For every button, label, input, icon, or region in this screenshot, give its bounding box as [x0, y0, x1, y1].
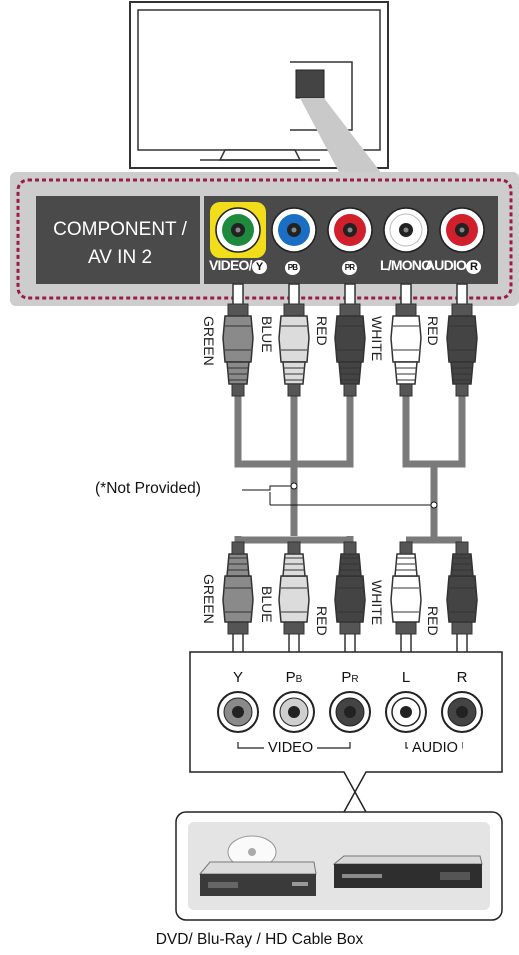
cable-label-bottom-blue: BLUE — [259, 586, 275, 623]
plug-bottom-red — [334, 541, 366, 655]
tv-jack-label-audio-text: AUDIO — [425, 257, 467, 273]
not-provided-leaders — [242, 482, 438, 509]
device-rear-panel — [189, 651, 503, 794]
device-label-pb: PB — [274, 670, 314, 685]
dvd-player-icon — [198, 835, 317, 896]
device-label-pb-main: P — [285, 669, 296, 686]
not-provided-note: (*Not Provided) — [95, 480, 201, 497]
audio-group-label: AUDIO — [408, 741, 462, 756]
tv-jack-pb[interactable] — [271, 207, 317, 253]
cable-label-top-blue: BLUE — [259, 316, 275, 353]
device-label-r-main: R — [456, 669, 468, 686]
pb-symbol-icon: PB — [285, 261, 300, 275]
cable-label-top-red-audio: RED — [425, 316, 441, 346]
plug-bottom-red-audio — [446, 541, 478, 655]
tv-jack-label-pb: PB — [285, 258, 300, 275]
cable-label-bottom-red: RED — [314, 606, 330, 636]
cable-label-bottom-red-audio: RED — [425, 606, 441, 636]
tv-jack-label-l-mono-text: L/MONO — [380, 257, 432, 273]
device-label-y: Y — [218, 670, 258, 685]
device-jack-pb[interactable] — [273, 691, 315, 733]
device-label-pr-sub: R — [351, 674, 359, 685]
device-jack-pr[interactable] — [329, 691, 371, 733]
device-jack-l[interactable] — [385, 691, 427, 733]
device-label-l: L — [386, 670, 426, 685]
tv-jack-label-video-y: VIDEO/Y — [209, 258, 267, 274]
device-label-y-main: Y — [232, 669, 243, 686]
cable-label-top-red: RED — [314, 316, 330, 346]
device-label-pr-main: P — [341, 669, 352, 686]
tv-jack-audio-r[interactable] — [439, 207, 485, 253]
tv-jack-l-mono[interactable] — [383, 207, 429, 253]
tv-jack-panel-icon — [295, 69, 325, 99]
cable-label-bottom-white: WHITE — [369, 580, 385, 626]
tv-jack-label-l-mono: L/MONO — [380, 257, 432, 273]
device-jack-y[interactable] — [217, 691, 259, 733]
device-label-l-main: L — [401, 669, 411, 686]
plug-bottom-green — [222, 541, 254, 655]
r-symbol-icon: R — [466, 260, 482, 274]
device-label-pb-sub: B — [295, 674, 303, 685]
plug-bottom-white — [390, 541, 422, 655]
cable-label-top-green: GREEN — [201, 316, 217, 366]
tv-panel-title-line1: COMPONENT / — [53, 219, 187, 240]
tv-panel-title-line2: AV IN 2 — [87, 247, 153, 268]
device-jack-r[interactable] — [441, 691, 483, 733]
tv-jack-pr[interactable] — [327, 207, 373, 253]
plug-bottom-blue — [278, 541, 310, 655]
device-label-r: R — [442, 670, 482, 685]
tv-jack-label-video-y-prefix: VIDEO/ — [209, 257, 252, 273]
device-caption: DVD/ Blu-Ray / HD Cable Box — [155, 931, 364, 948]
devices-box — [175, 791, 503, 921]
video-group-label: VIDEO — [264, 741, 318, 756]
cable-label-bottom-green: GREEN — [201, 574, 217, 624]
cable-label-top-white: WHITE — [369, 316, 385, 362]
y-symbol-icon: Y — [251, 260, 267, 274]
zoom-callout — [300, 98, 382, 174]
tv-jack-video-y[interactable] — [210, 202, 266, 258]
tv-panel-title-box — [36, 196, 200, 284]
device-label-pr: PR — [330, 670, 370, 685]
cable-bundle — [234, 390, 466, 544]
pr-symbol-icon: PR — [342, 261, 357, 275]
blu-ray-player-icon — [332, 855, 483, 888]
tv-jack-label-pr: PR — [342, 258, 357, 275]
